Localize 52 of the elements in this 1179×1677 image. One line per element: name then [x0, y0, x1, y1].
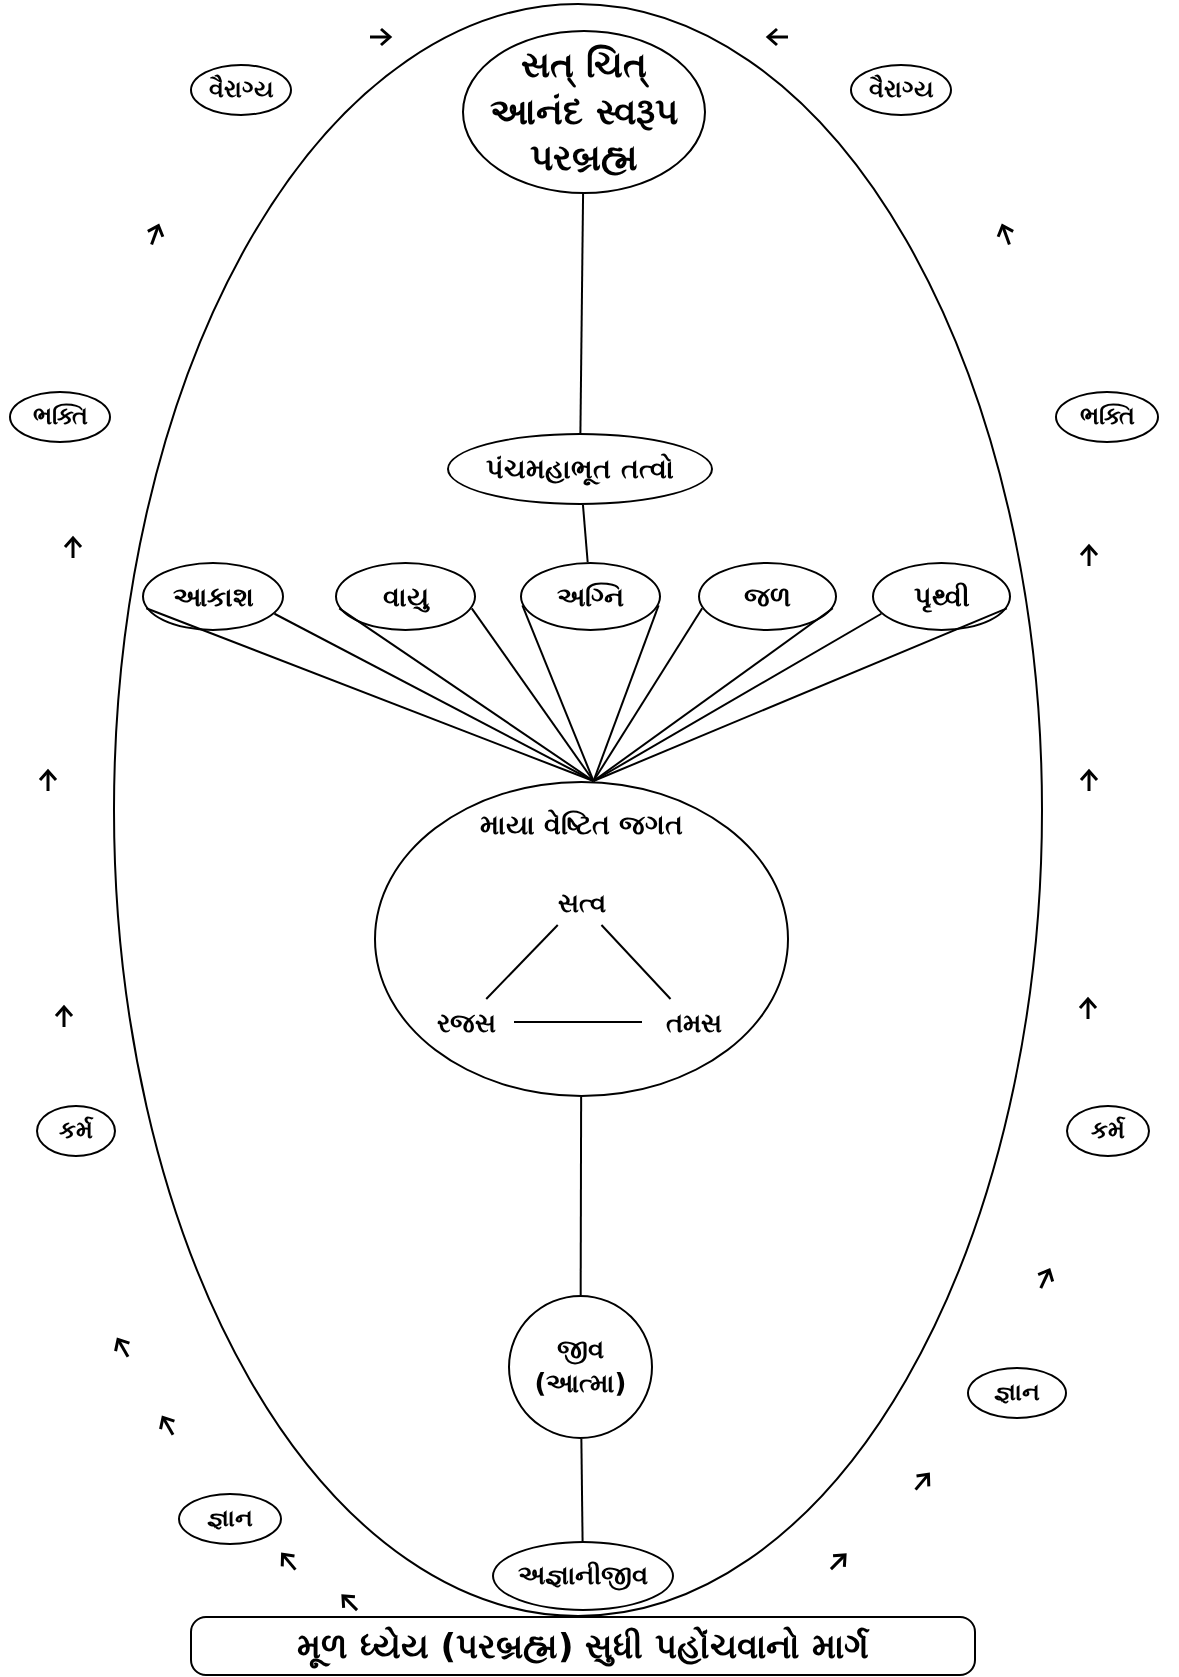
- ellipse-node: [850, 64, 952, 116]
- ellipse-node: [967, 1367, 1067, 1419]
- connector-line: [592, 607, 704, 782]
- ellipse-node: [462, 30, 706, 194]
- connector-line: [600, 924, 672, 1000]
- node-label: જીવ (આત્મા): [533, 1333, 628, 1400]
- connector-line: [592, 604, 660, 782]
- connector-line: [513, 1021, 643, 1023]
- caption-box: [190, 1616, 976, 1676]
- node-label: જળ: [744, 579, 791, 614]
- node-label: અજ્ઞાનીજીવ: [518, 1559, 648, 1593]
- node-label: માયા વેષ્ટિત જગત: [479, 808, 684, 842]
- connector-line: [580, 1438, 584, 1542]
- node-label: તમસ: [666, 1007, 722, 1041]
- node-label: પંચમહાભૂત તત્વો: [486, 452, 674, 487]
- ellipse-node: [520, 562, 661, 631]
- node-label: ભક્તિ: [1079, 401, 1135, 433]
- node-label: કર્મ: [59, 1115, 93, 1147]
- node-label: વૈરાગ્ય: [868, 74, 934, 106]
- ellipse-node: [374, 781, 789, 1097]
- connector-line: [579, 1096, 583, 1296]
- ellipse-node: [508, 1295, 653, 1439]
- ellipse-node: [36, 1105, 116, 1157]
- ellipse-node: [447, 433, 713, 505]
- node-label: રજસ: [436, 1007, 496, 1041]
- node-label: જ્ઞાન: [207, 1503, 253, 1535]
- node-label: સત્ ચિત્ આનંદ સ્વરૂપ પરબ્રહ્મ: [489, 42, 679, 181]
- node-label: વૈરાગ્ય: [208, 74, 274, 106]
- node-label: આકાશ: [172, 579, 254, 614]
- ellipse-node: [142, 562, 284, 631]
- node-label: જ્ઞાન: [994, 1377, 1040, 1409]
- node-label: કર્મ: [1091, 1115, 1125, 1147]
- node-label: સત્વ: [558, 887, 606, 921]
- connector-line: [579, 193, 585, 434]
- connector-line: [581, 504, 589, 564]
- ellipse-node: [492, 1541, 674, 1611]
- ellipse-node: [1055, 391, 1159, 443]
- ellipse-node: [335, 562, 476, 631]
- node-label: વાયુ: [382, 579, 429, 615]
- ellipse-node: [1066, 1105, 1150, 1157]
- ellipse-node: [9, 391, 111, 443]
- node-label: અગ્નિ: [557, 579, 624, 614]
- connector-line: [521, 604, 595, 782]
- ellipse-node: [178, 1493, 282, 1545]
- connector-line: [485, 924, 559, 1000]
- ellipse-node: [872, 562, 1011, 631]
- node-label: મૂળ ધ્યેય (પરબ્રહ્મ) સુધી પહોંચવાનો માર્ગ: [296, 1623, 870, 1669]
- ellipse-node: [190, 64, 292, 116]
- node-label: ભક્તિ: [32, 401, 88, 433]
- node-label: પૃથ્વી: [913, 579, 970, 615]
- connector-line: [470, 607, 595, 782]
- ellipse-node: [698, 562, 837, 631]
